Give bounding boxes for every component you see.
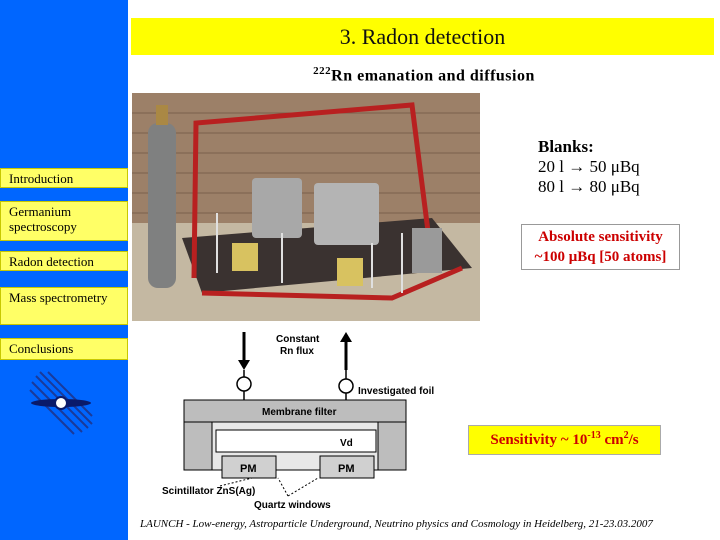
nav-introduction[interactable]: Introduction [0, 168, 128, 188]
sensitivity-suffix: /s [628, 432, 639, 448]
flux-out-arrow [340, 332, 352, 370]
nav-germanium-spectroscopy[interactable]: Germanium spectroscopy [0, 201, 128, 241]
absolute-sensitivity-box: Absolute sensitivity ~100 μBq [50 atoms] [521, 224, 680, 270]
sensitivity-prefix: Sensitivity ~ 10 [490, 432, 588, 448]
pump-icon-left [236, 376, 252, 392]
slide-subtitle: 222Rn emanation and diffusion [0, 65, 720, 85]
label-pm-right: PM [338, 463, 355, 475]
subtitle-text: Rn emanation and diffusion [331, 67, 535, 85]
sensitivity-unit-exponent: 2 [623, 430, 629, 441]
absolute-sensitivity-value: ~100 μBq [50 atoms] [534, 249, 667, 265]
nav-conclusions[interactable]: Conclusions [0, 338, 128, 360]
blanks-title: Blanks: [538, 137, 594, 156]
label-quartz-windows: Quartz windows [254, 500, 331, 511]
label-scintillator: Scintillator ZnS(Ag) [162, 486, 255, 497]
blanks-box: Blanks: 20 l → 50 μBq 80 l → 80 μBq [538, 137, 640, 197]
sensitivity-unit: cm [600, 432, 624, 448]
blanks-line-80l: 80 l → 80 μBq [538, 177, 640, 196]
label-constant: Constant [276, 334, 320, 345]
nav-radon-detection[interactable]: Radon detection [0, 251, 128, 271]
label-pm-left: PM [240, 463, 257, 475]
pump-icon-right [338, 378, 354, 394]
absolute-sensitivity-title: Absolute sensitivity [538, 229, 663, 245]
isotope-mass-number: 222 [313, 65, 332, 77]
label-rn-flux: Rn flux [280, 346, 314, 357]
nav-mass-spectrometry[interactable]: Mass spectrometry [0, 287, 128, 325]
label-investigated-foil: Investigated foil [358, 386, 434, 397]
apparatus-photo [132, 93, 480, 321]
label-membrane-filter: Membrane filter [262, 407, 337, 418]
flux-in-arrow [238, 332, 250, 370]
label-vd: Vd [340, 438, 353, 449]
blanks-line-20l: 20 l → 50 μBq [538, 157, 640, 176]
slide-title: 3. Radon detection [131, 18, 714, 55]
footer-citation: LAUNCH - Low-energy, Astroparticle Under… [140, 518, 653, 530]
detector-schematic: Constant Rn flux Investigated foil Membr… [162, 332, 434, 511]
sensitivity-box: Sensitivity ~ 10-13 cm2/s [468, 425, 661, 455]
sensitivity-exponent: -13 [587, 430, 601, 441]
institute-logo [29, 371, 93, 435]
